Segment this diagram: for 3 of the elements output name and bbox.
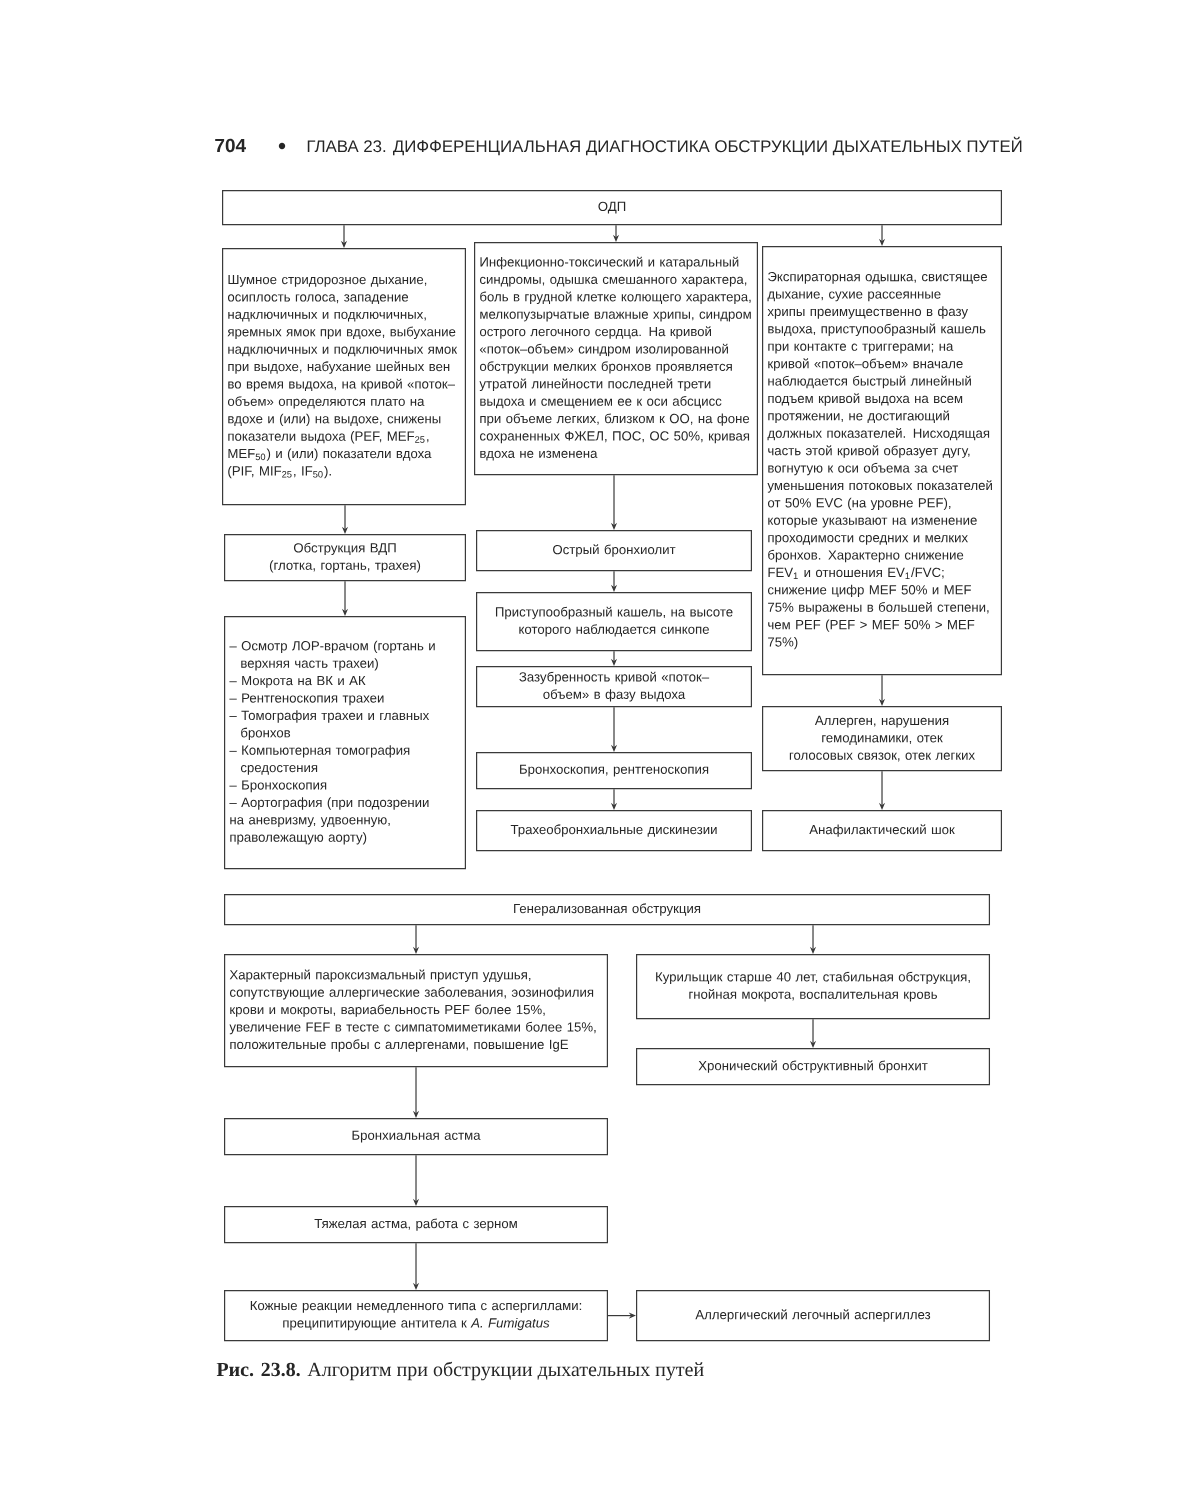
running-head: ГЛАВА 23. ДИФФЕРЕНЦИАЛЬНАЯ ДИАГНОСТИКА ОБСТРУКЦИИ ДЫХАТЕЛЬНЫХ ПУТЕЙ (307, 136, 1022, 156)
figure-caption: Рис. 23.8. Алгоритм при обструкции дыхательных путей (216, 1361, 704, 1381)
page-number: 704 (215, 138, 246, 153)
